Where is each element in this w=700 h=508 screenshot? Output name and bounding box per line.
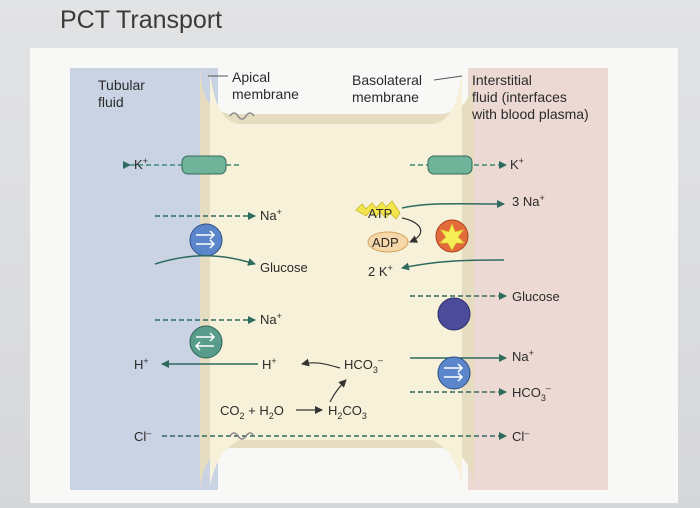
na-glucose-symporter [189, 223, 223, 257]
page-title: PCT Transport [60, 6, 223, 34]
atp-label: ATP [368, 206, 392, 221]
glucose-uniporter [437, 297, 471, 331]
k-channel-apical [181, 155, 227, 175]
cell-cytoplasm [210, 72, 462, 486]
atp-shape [355, 200, 401, 220]
h2co3-label: H2CO3 [328, 403, 367, 421]
tubular-fluid-region [70, 68, 218, 490]
atp-burst-icon [439, 222, 465, 251]
interstitial-fluid-region [468, 68, 608, 490]
glucose-right-label: Glucose [512, 289, 560, 304]
glucose-label-1: Glucose [260, 260, 308, 275]
h-intracellular-label: H+ [262, 356, 277, 372]
cl-right-label: Cl– [512, 428, 529, 444]
na-label-1: Na+ [260, 207, 282, 223]
na-right-label: Na+ [512, 348, 534, 364]
co2-h2o-equation: CO2 + H2O [220, 403, 284, 421]
hco3-right-label: HCO3– [512, 383, 551, 403]
cl-left-label: Cl– [134, 428, 151, 444]
k-channel-basolateral [427, 155, 473, 175]
adp-shape [367, 231, 409, 253]
na-label-2: Na+ [260, 311, 282, 327]
tight-junction-bottom [229, 432, 255, 440]
k-right-label: K+ [510, 156, 524, 172]
na-h-antiporter [189, 325, 223, 359]
adp-label: ADP [372, 235, 399, 250]
tight-junction-top [229, 112, 255, 120]
two-k-label: 2 K+ [368, 263, 393, 279]
three-na-label: 3 Na+ [512, 193, 545, 209]
k-left-label: K+ [134, 156, 148, 172]
h-left-label: H+ [134, 356, 149, 372]
hco3-intracellular-label: HCO3– [344, 355, 383, 375]
na-hco3-cotransporter [437, 356, 471, 390]
